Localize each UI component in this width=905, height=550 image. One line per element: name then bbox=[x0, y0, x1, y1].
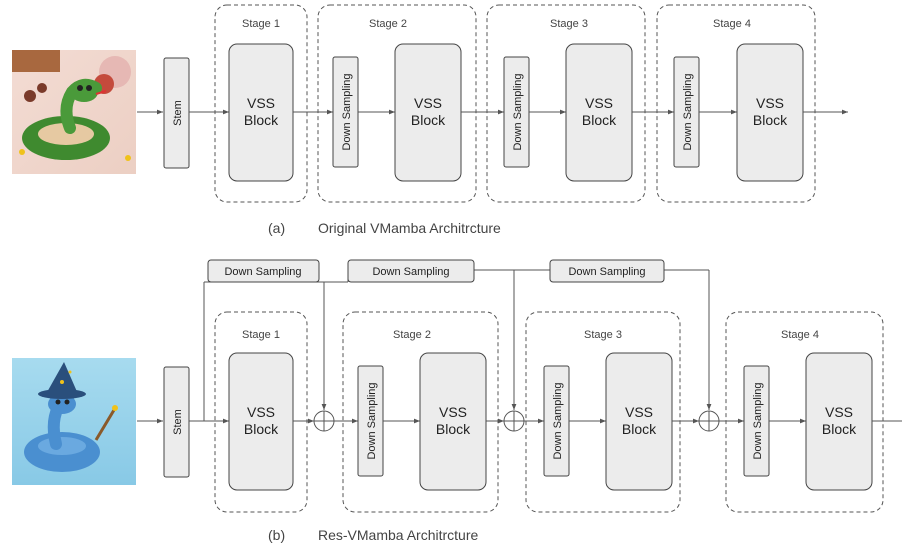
add-node-3 bbox=[698, 410, 720, 432]
vss-label-line2: Block bbox=[582, 112, 617, 128]
stem-label-a: Stem bbox=[172, 100, 184, 126]
downsampling-label: Down Sampling bbox=[366, 382, 378, 459]
vss-label-line2: Block bbox=[753, 112, 788, 128]
vss-label-line2: Block bbox=[244, 421, 279, 437]
stage3-label-b: Stage 3 bbox=[584, 329, 622, 341]
vss-label-line1: VSS bbox=[625, 404, 653, 420]
vss-label-line2: Block bbox=[411, 112, 446, 128]
stage1-label-b: Stage 1 bbox=[242, 329, 280, 341]
skip-downsampling-1 bbox=[207, 259, 320, 283]
vss-label-line1: VSS bbox=[585, 95, 613, 111]
stage1-label-a: Stage 1 bbox=[242, 18, 280, 30]
vss-label-line2: Block bbox=[622, 421, 657, 437]
stage2-box-a bbox=[317, 4, 477, 203]
stage3-box-a bbox=[486, 4, 646, 203]
vss-label-line1: VSS bbox=[439, 404, 467, 420]
add-node-2 bbox=[503, 410, 525, 432]
vss-label-line1: VSS bbox=[825, 404, 853, 420]
stage3-box-b bbox=[525, 311, 681, 513]
stage4-box-b bbox=[725, 311, 884, 513]
stage4-label-a: Stage 4 bbox=[713, 18, 751, 30]
downsampling-label: Down Sampling bbox=[512, 73, 524, 150]
skip-downsampling-3 bbox=[549, 259, 665, 283]
stage2-label-b: Stage 2 bbox=[393, 329, 431, 341]
stage2-box-b bbox=[342, 311, 499, 513]
caption-letter-b: (b) bbox=[268, 527, 285, 543]
downsampling-label: Down Sampling bbox=[341, 73, 353, 150]
skip-downsampling-label-1: Down Sampling bbox=[224, 266, 301, 278]
stage1-box-a bbox=[214, 4, 308, 203]
downsampling-label: Down Sampling bbox=[552, 382, 564, 459]
wizard-snake-image bbox=[12, 358, 136, 485]
vss-label-line2: Block bbox=[436, 421, 471, 437]
skip-downsampling-label-2: Down Sampling bbox=[372, 266, 449, 278]
vss-label-line2: Block bbox=[822, 421, 857, 437]
caption-text-a: Original VMamba Architrcture bbox=[318, 220, 501, 236]
stage4-label-b: Stage 4 bbox=[781, 329, 819, 341]
caption-text-b: Res-VMamba Architrcture bbox=[318, 527, 478, 543]
vss-label-line1: VSS bbox=[247, 95, 275, 111]
skip-downsampling-label-3: Down Sampling bbox=[568, 266, 645, 278]
downsampling-label: Down Sampling bbox=[752, 382, 764, 459]
stage2-label-a: Stage 2 bbox=[369, 18, 407, 30]
green-snake-image bbox=[12, 50, 136, 174]
stem-block-b bbox=[163, 366, 190, 478]
vss-label-line1: VSS bbox=[414, 95, 442, 111]
vss-label-line2: Block bbox=[244, 112, 279, 128]
vss-label-line1: VSS bbox=[756, 95, 784, 111]
stem-label-b: Stem bbox=[172, 409, 184, 435]
downsampling-label: Down Sampling bbox=[682, 73, 694, 150]
skip-downsampling-2 bbox=[347, 259, 475, 283]
stage4-box-a bbox=[656, 4, 816, 203]
caption-letter-a: (a) bbox=[268, 220, 285, 236]
stage1-box-b bbox=[214, 311, 308, 513]
stem-block-a bbox=[163, 57, 190, 169]
add-node-1 bbox=[313, 410, 335, 432]
vss-label-line1: VSS bbox=[247, 404, 275, 420]
stage3-label-a: Stage 3 bbox=[550, 18, 588, 30]
